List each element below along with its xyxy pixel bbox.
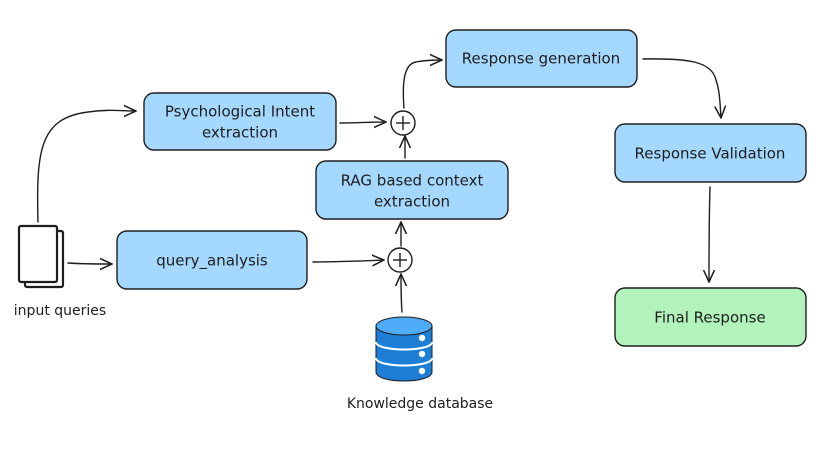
edge-input-to-intent <box>36 110 136 223</box>
svg-text:Response Validation: Response Validation <box>635 145 786 163</box>
svg-text:Final Response: Final Response <box>654 309 765 327</box>
document-stack-icon <box>17 224 65 289</box>
edge-query-analysis-to-plus <box>312 260 384 262</box>
query-analysis-node: query_analysis <box>116 230 308 290</box>
svg-text:extraction: extraction <box>374 193 450 211</box>
combine-plus-icon-upper <box>390 110 416 136</box>
response-validation-node: Response Validation <box>614 123 807 183</box>
combine-plus-icon-lower <box>387 247 413 273</box>
edge-database-to-plus <box>401 274 402 313</box>
psychological-intent-node: Psychological Intent extraction <box>143 92 337 151</box>
svg-text:RAG based context: RAG based context <box>341 172 484 190</box>
rag-context-node: RAG based context extraction <box>315 160 509 220</box>
edge-validation-to-final <box>709 186 710 282</box>
svg-text:extraction: extraction <box>202 124 278 142</box>
response-generation-node: Response generation <box>445 29 638 88</box>
edge-plus-to-response-generation <box>402 60 442 109</box>
svg-text:query_analysis: query_analysis <box>156 252 268 271</box>
knowledge-database-label: Knowledge database <box>347 396 493 412</box>
database-icon <box>375 316 433 382</box>
svg-text:Psychological Intent: Psychological Intent <box>165 103 315 121</box>
edge-intent-to-plus <box>339 122 386 123</box>
edge-input-to-query-analysis <box>67 263 112 264</box>
input-queries-label: input queries <box>14 303 106 319</box>
final-response-node: Final Response <box>614 287 807 347</box>
svg-text:Response generation: Response generation <box>462 50 620 68</box>
edge-generation-to-validation <box>642 58 721 118</box>
